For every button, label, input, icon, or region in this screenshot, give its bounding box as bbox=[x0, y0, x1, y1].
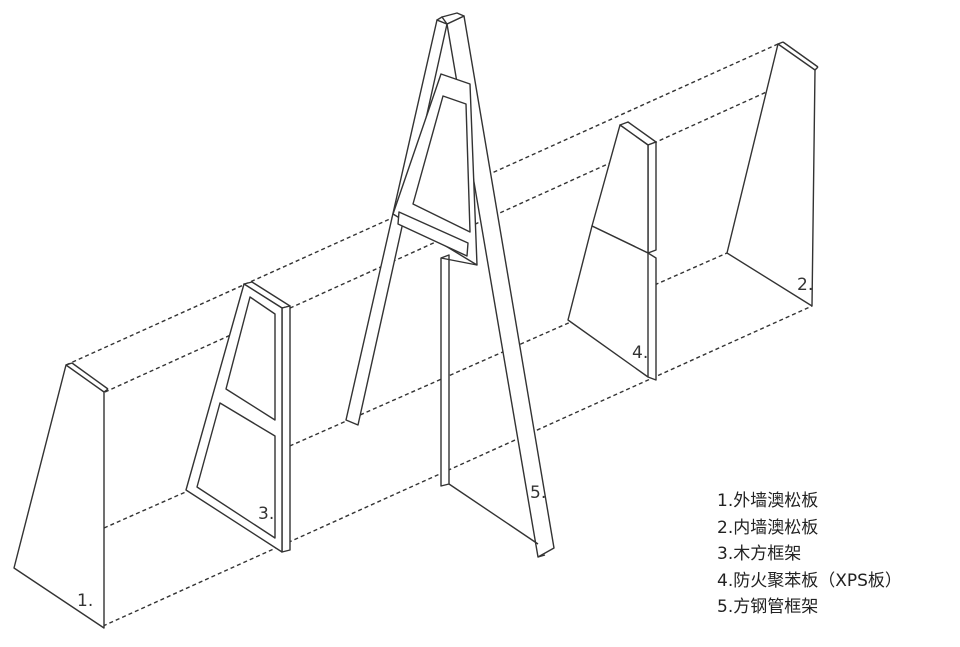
callout-4: 4. bbox=[632, 343, 648, 363]
projection-line-bottom-inner bbox=[102, 305, 813, 627]
projection-line-top-inner bbox=[104, 69, 816, 393]
legend-item-2: 2.内墙澳松板 bbox=[717, 517, 819, 538]
callout-5: 5. bbox=[530, 483, 546, 503]
xps-board bbox=[567, 121, 657, 381]
callout-3: 3. bbox=[258, 504, 274, 524]
legend: 1.外墙澳松板 2.内墙澳松板 3.木方框架 4.防火聚苯板（XPS板） 5.方… bbox=[717, 488, 902, 621]
legend-item-5: 5.方钢管框架 bbox=[717, 597, 819, 617]
callout-2: 2. bbox=[797, 275, 813, 295]
legend-item-3: 3.木方框架 bbox=[717, 544, 802, 564]
inner-wall-panel bbox=[726, 41, 819, 307]
legend-item-1: 1.外墙澳松板 bbox=[717, 491, 819, 511]
wood-frame bbox=[185, 281, 291, 553]
steel-tube-frame bbox=[345, 12, 555, 558]
legend-item-4: 4.防火聚苯板（XPS板） bbox=[717, 570, 902, 591]
outer-wall-panel bbox=[13, 362, 109, 629]
callout-1: 1. bbox=[77, 591, 93, 611]
